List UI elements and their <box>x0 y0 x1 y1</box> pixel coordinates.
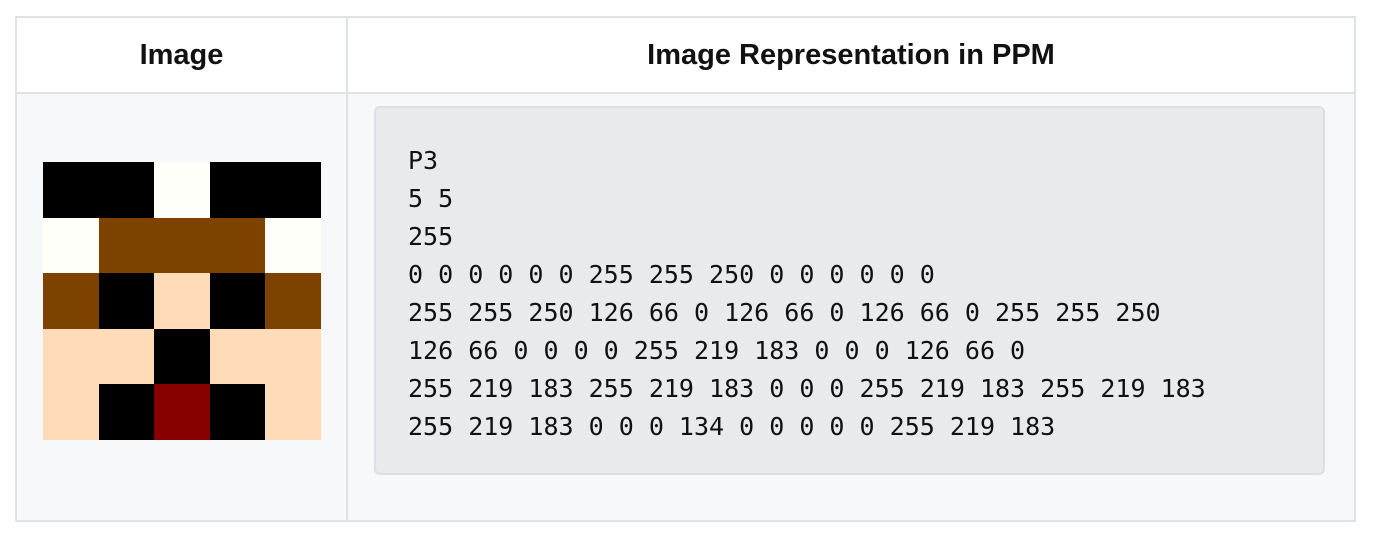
pixel-r1-c0 <box>43 217 99 274</box>
pixel-r2-c0 <box>43 273 99 329</box>
pixel-art-image <box>43 162 321 440</box>
pixel-r2-c4 <box>265 273 321 329</box>
ppm-code-block: P3 5 5 255 0 0 0 0 0 0 255 255 250 0 0 0 0 … <box>374 106 1325 475</box>
pixel-r3-c4 <box>265 328 321 385</box>
pixel-r3-c0 <box>43 328 99 385</box>
pixel-r4-c0 <box>43 384 99 440</box>
pixel-r2-c2 <box>154 273 210 329</box>
pixel-r4-c4 <box>265 384 321 440</box>
pixel-r4-c1 <box>98 384 155 440</box>
ppm-code-line: 126 66 0 0 0 0 255 219 183 0 0 0 126 66 … <box>408 336 1026 365</box>
pixel-r0-c4 <box>265 162 321 218</box>
pixel-r3-c2 <box>154 328 210 385</box>
ppm-code-line: 0 0 0 0 0 0 255 255 250 0 0 0 0 0 0 <box>408 260 935 289</box>
ppm-code-line: P3 <box>408 146 439 175</box>
ppm-code-line: 255 255 250 126 66 0 126 66 0 126 66 0 2… <box>408 298 1161 327</box>
header-row: Image Image Representation in PPM <box>15 16 1356 94</box>
pixel-r0-c1 <box>98 162 155 218</box>
pixel-r2-c3 <box>209 273 266 329</box>
pixel-r1-c1 <box>98 217 155 274</box>
ppm-code-line: 255 219 183 0 0 0 134 0 0 0 0 0 255 219 … <box>408 412 1056 441</box>
ppm-comparison-table: Image Image Representation in PPM P3 5 5 2… <box>15 16 1356 522</box>
ppm-code-cell: P3 5 5 255 0 0 0 0 0 0 255 255 250 0 0 0 0 … <box>346 92 1356 522</box>
table-row: P3 5 5 255 0 0 0 0 0 0 255 255 250 0 0 0 0 … <box>15 92 1356 522</box>
pixel-r3-c1 <box>98 328 155 385</box>
pixel-r3-c3 <box>209 328 266 385</box>
image-cell <box>15 92 348 522</box>
pixel-r2-c1 <box>98 273 155 329</box>
pixel-r1-c2 <box>154 217 210 274</box>
header-image: Image <box>15 16 348 94</box>
ppm-code-line: 255 <box>408 222 454 251</box>
pixel-r0-c0 <box>43 162 99 218</box>
pixel-r0-c2 <box>154 162 210 218</box>
pixel-r4-c3 <box>209 384 266 440</box>
pixel-r1-c4 <box>265 217 321 274</box>
header-ppm-representation: Image Representation in PPM <box>346 16 1356 94</box>
pixel-r4-c2 <box>154 384 210 440</box>
pixel-r1-c3 <box>209 217 266 274</box>
pixel-r0-c3 <box>209 162 266 218</box>
ppm-code-line: 255 219 183 255 219 183 0 0 0 255 219 18… <box>408 374 1206 403</box>
ppm-code-line: 5 5 <box>408 184 454 213</box>
